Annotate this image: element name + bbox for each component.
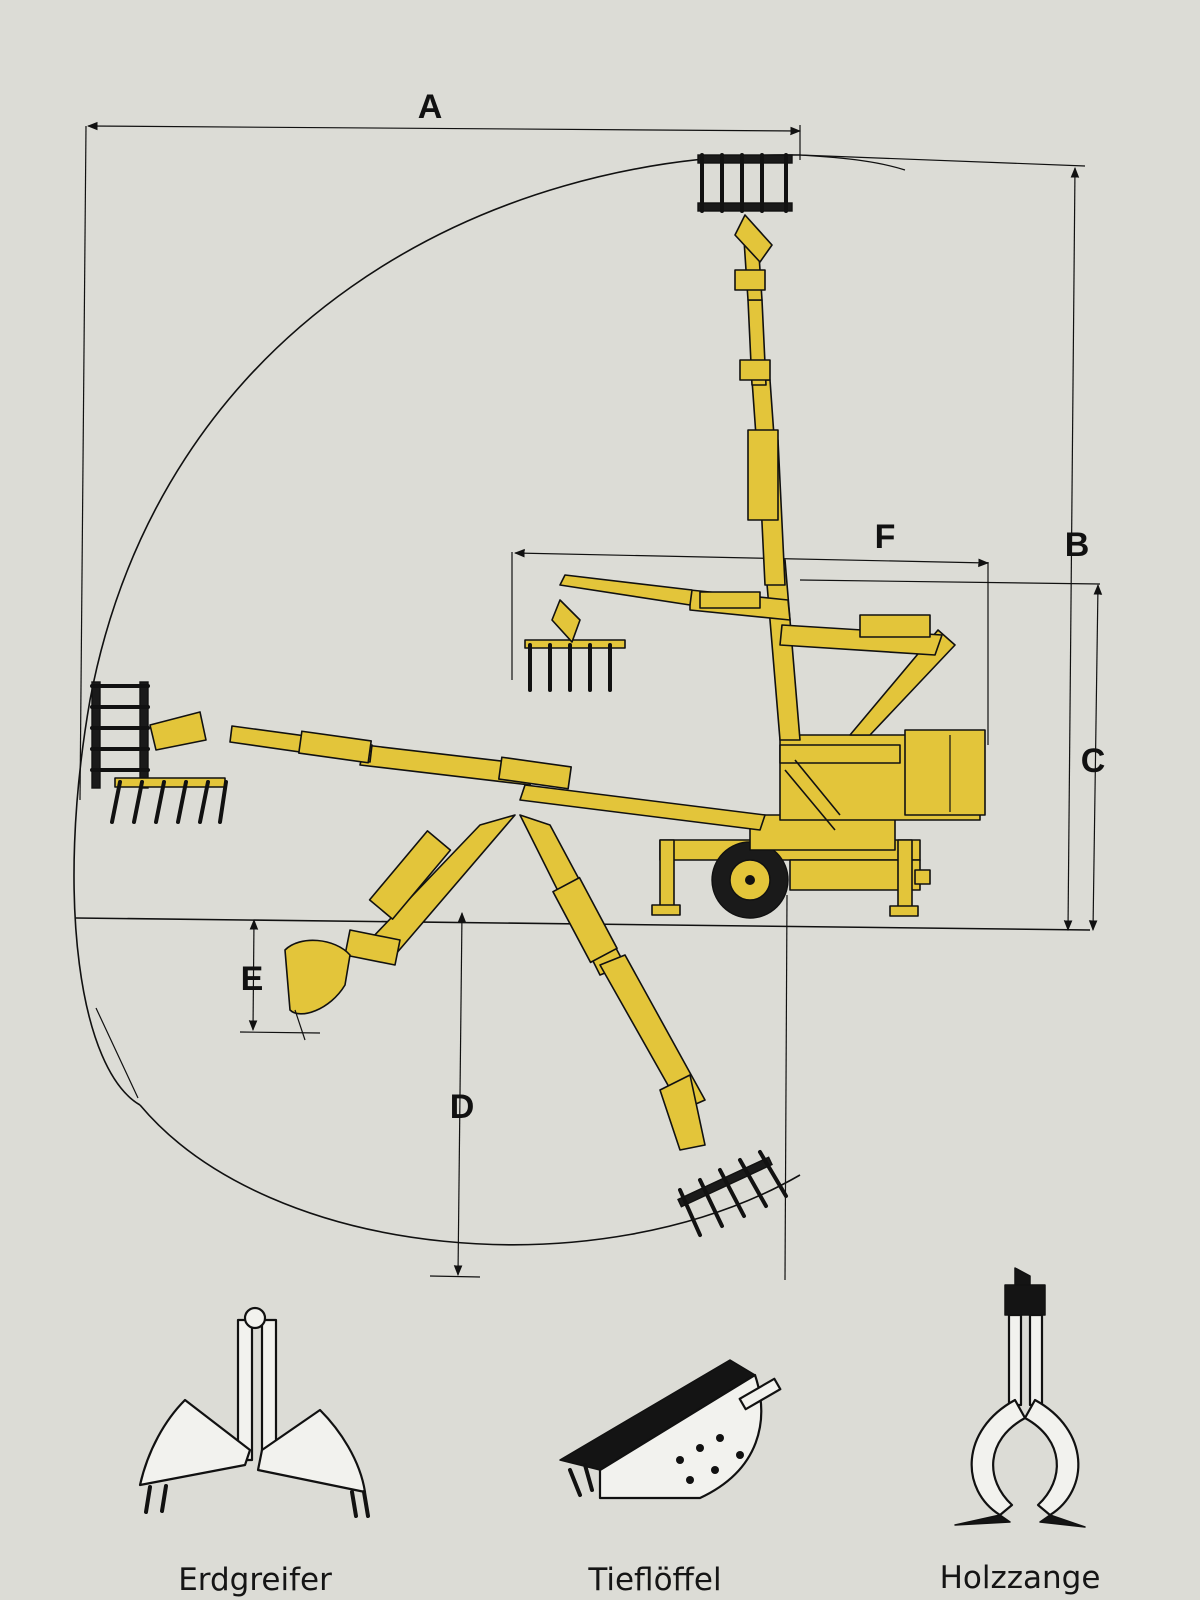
rake-horizontal-pose [110,777,228,824]
dimension-label-d: D [450,1088,475,1126]
attachment-label-tiefloeffel: Tieflöffel [587,1562,721,1598]
attachment-erdgreifer [138,1306,370,1518]
reference-lines [75,125,1101,1281]
grapple-digging-pose [677,1150,788,1237]
attachment-label-holzzange: Holzzange [940,1560,1101,1596]
attachment-tiefloeffel [559,1359,782,1500]
dimension-arrow-b [1063,166,1080,932]
dimension-label-a: A [418,88,443,126]
grapple-horizontal-pose [90,681,207,789]
boom-digging-pose [519,814,706,1151]
dimension-arrow-f [513,548,990,568]
dimension-label-e: E [241,960,264,998]
dimension-arrow-a [86,121,802,136]
boom-folded-pose [559,574,956,736]
trailer-chassis [651,839,931,917]
dimension-arrow-e [248,918,259,1032]
grapple-vertical-pose [697,153,793,213]
attachment-label-erdgreifer: Erdgreifer [178,1562,332,1598]
boom-vertical-pose [734,214,801,741]
grapple-folded-pose [524,599,626,692]
bucket-digging-pose [284,939,351,1041]
boom-horizontal-pose [229,725,766,831]
turret-housing [749,729,986,851]
trailer-wheel [711,841,789,919]
dimension-label-b: B [1065,526,1090,564]
dimension-arrow-d [453,911,467,1277]
boom-bucket-pose [344,814,516,966]
attachment-holzzange [954,1267,1086,1528]
dimension-label-f: F [875,518,896,556]
dimension-label-c: C [1081,742,1106,780]
dimension-arrow-c [1088,583,1103,932]
